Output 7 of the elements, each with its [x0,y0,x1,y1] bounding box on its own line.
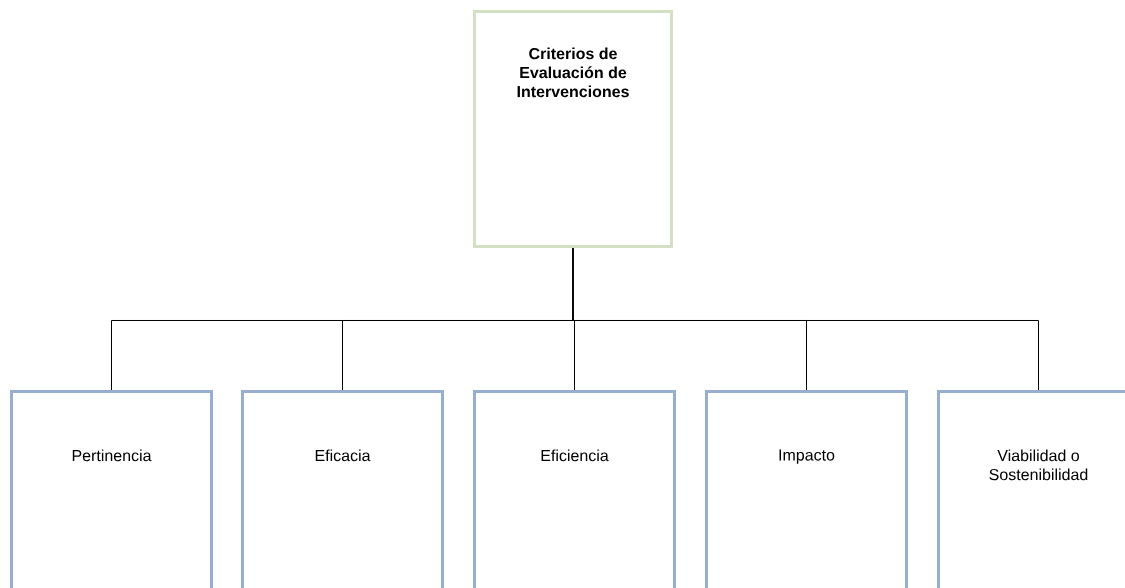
criterion-box: Viabilidad o Sostenibilidad [937,390,1125,588]
criterion-box: Pertinencia [10,390,213,588]
connector-line [572,247,1039,391]
criterion-box: Eficacia [241,390,444,588]
criterion-box: Eficiencia [473,390,676,588]
criterion-box: Impacto [705,390,908,588]
heading-box: Criterios de Evaluación de Intervenciones [473,10,673,248]
